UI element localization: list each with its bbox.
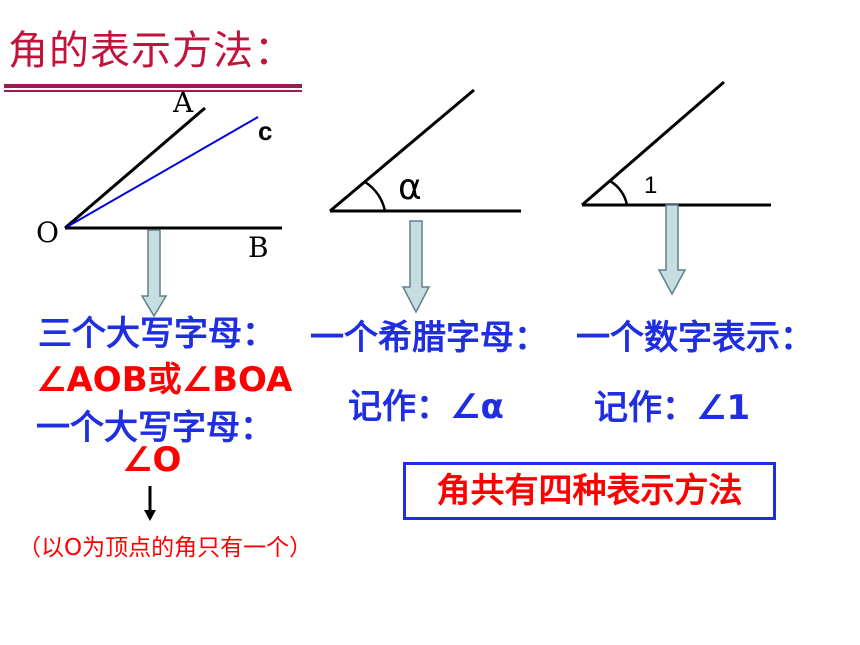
method1-heading: 三个大写字母： (38, 314, 276, 354)
ray-oa (64, 106, 206, 230)
down-arrow-3 (657, 204, 687, 296)
angle-arc-one (609, 179, 629, 206)
down-arrow-2 (401, 220, 431, 314)
ray-upper (581, 80, 725, 207)
title-divider (4, 84, 302, 92)
method3-heading: 一个希腊字母： (310, 318, 548, 358)
ray-upper (329, 88, 475, 213)
summary-box: 角共有四种表示方法 (403, 462, 776, 520)
figure-angle-alpha: α (329, 88, 521, 213)
ray-oc (64, 116, 259, 229)
method2-heading: 一个大写字母： (36, 408, 274, 448)
small-down-arrow (144, 486, 156, 521)
label-point-o: O (36, 216, 59, 249)
label-one: 1 (644, 172, 657, 199)
method1-notation: ∠AOB或∠BOA (36, 360, 293, 400)
page-title: 角的表示方法： (8, 28, 295, 74)
label-point-b: B (248, 231, 269, 264)
label-alpha: α (398, 167, 422, 208)
figure-angle-aob: A c O B (36, 86, 282, 264)
method2-notation: ∠O (122, 440, 182, 480)
method3-notation: 记作：∠α (348, 387, 504, 427)
angle-arc-alpha (364, 180, 387, 212)
label-point-c: c (258, 116, 272, 146)
figure-angle-one: 1 (581, 80, 771, 207)
down-arrow-1 (140, 229, 168, 318)
method2-note: （以O为顶点的角只有一个） (18, 535, 313, 561)
method4-notation: 记作：∠1 (594, 388, 751, 428)
method4-heading: 一个数字表示： (576, 318, 814, 358)
label-point-a: A (172, 86, 194, 119)
